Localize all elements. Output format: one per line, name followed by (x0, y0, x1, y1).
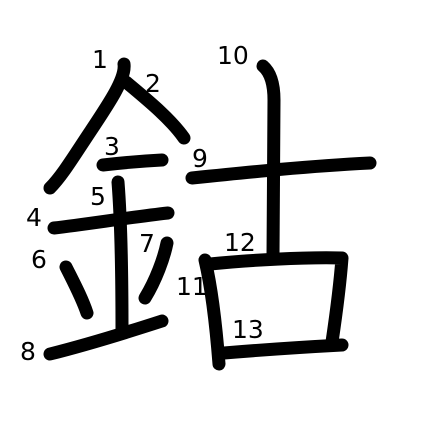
stroke-6 (59, 260, 94, 320)
stroke-number-8: 8 (20, 337, 36, 366)
stroke-number-1: 1 (92, 45, 108, 74)
stroke-10 (256, 59, 281, 263)
stroke-8 (43, 314, 169, 361)
stroke-number-5: 5 (90, 182, 106, 211)
stroke-number-10: 10 (217, 41, 249, 70)
stroke-13 (217, 338, 349, 360)
stroke-7 (138, 236, 174, 305)
stroke-5 (111, 175, 129, 337)
stroke-4 (47, 206, 175, 235)
stroke-12 (203, 251, 349, 349)
stroke-number-4: 4 (26, 203, 42, 232)
stroke-number-7: 7 (139, 229, 155, 258)
stroke-number-9: 9 (192, 144, 208, 173)
stroke-9 (185, 156, 377, 185)
stroke-number-13: 13 (232, 315, 264, 344)
stroke-number-2: 2 (145, 69, 161, 98)
stroke-number-12: 12 (224, 228, 256, 257)
stroke-number-11: 11 (176, 272, 208, 301)
stroke-number-3: 3 (104, 132, 120, 161)
stroke-2 (119, 75, 191, 145)
stroke-3 (96, 153, 169, 172)
stroke-number-6: 6 (31, 245, 47, 274)
